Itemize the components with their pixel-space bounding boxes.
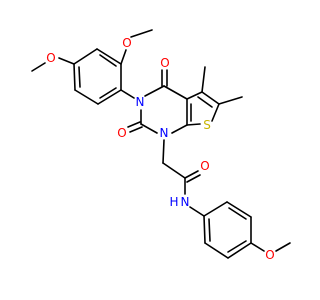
molecule-structure: O O O N O N S O N	[31, 29, 291, 262]
bonds	[31, 29, 291, 259]
nitrogen-label-amide: N	[181, 195, 190, 209]
bond	[74, 89, 99, 105]
bond	[201, 91, 220, 105]
bond	[275, 242, 291, 252]
bond	[140, 123, 158, 134]
nitrogen-label-n3: N	[136, 95, 145, 109]
bond	[186, 174, 201, 183]
bond	[250, 242, 265, 252]
bond	[96, 48, 122, 65]
oxygen-label-para-methoxy: O	[265, 248, 274, 262]
bond	[227, 240, 247, 253]
bond	[203, 201, 228, 217]
bond	[184, 170, 199, 179]
bond	[162, 139, 165, 164]
oxygen-label-c4-methoxy: O	[46, 51, 55, 65]
bond	[73, 48, 98, 65]
bond	[144, 85, 165, 97]
bond	[129, 126, 143, 133]
bond	[211, 103, 220, 122]
bond	[186, 91, 203, 100]
bond	[99, 54, 117, 67]
bond	[171, 124, 188, 134]
bond	[162, 162, 186, 179]
bond	[163, 85, 188, 100]
bond	[227, 242, 252, 259]
hydrogen-label-amide: H	[169, 195, 178, 209]
bond	[189, 206, 205, 217]
oxygen-label-c2-methoxy: O	[122, 36, 131, 50]
bond	[127, 121, 141, 128]
bond	[201, 66, 206, 93]
svg-text:N: N	[181, 195, 190, 209]
sulfur-label: S	[203, 118, 211, 132]
svg-text:O: O	[160, 56, 169, 70]
bond	[204, 242, 229, 259]
svg-text:S: S	[203, 118, 211, 132]
svg-text:N: N	[160, 126, 169, 140]
bond	[208, 218, 211, 242]
atom-labels: O O O N O N S O N	[46, 36, 274, 262]
svg-text:O: O	[122, 36, 131, 50]
bond	[120, 89, 135, 99]
bond	[73, 63, 76, 91]
bond	[58, 57, 75, 65]
oxygen-label-amide: O	[200, 159, 209, 173]
oxygen-label-c2-carbonyl: O	[117, 126, 126, 140]
bond	[99, 87, 117, 99]
bond	[226, 201, 252, 218]
bond	[186, 123, 201, 126]
bond	[130, 29, 153, 38]
bond	[228, 207, 247, 220]
svg-text:O: O	[200, 159, 209, 173]
bond	[120, 49, 127, 65]
oxygen-label-c4-carbonyl: O	[160, 56, 169, 70]
bond	[203, 215, 206, 244]
bond	[197, 96, 213, 108]
bond	[97, 89, 122, 105]
molecule-canvas: O O O N O N S O N	[31, 29, 291, 262]
nitrogen-label-n1: N	[160, 126, 169, 140]
svg-text:O: O	[46, 51, 55, 65]
bond	[218, 96, 243, 105]
bond	[78, 66, 81, 88]
svg-text:O: O	[117, 126, 126, 140]
svg-text:H: H	[169, 195, 178, 209]
svg-text:N: N	[136, 95, 145, 109]
svg-text:O: O	[265, 248, 274, 262]
bond	[31, 62, 46, 72]
